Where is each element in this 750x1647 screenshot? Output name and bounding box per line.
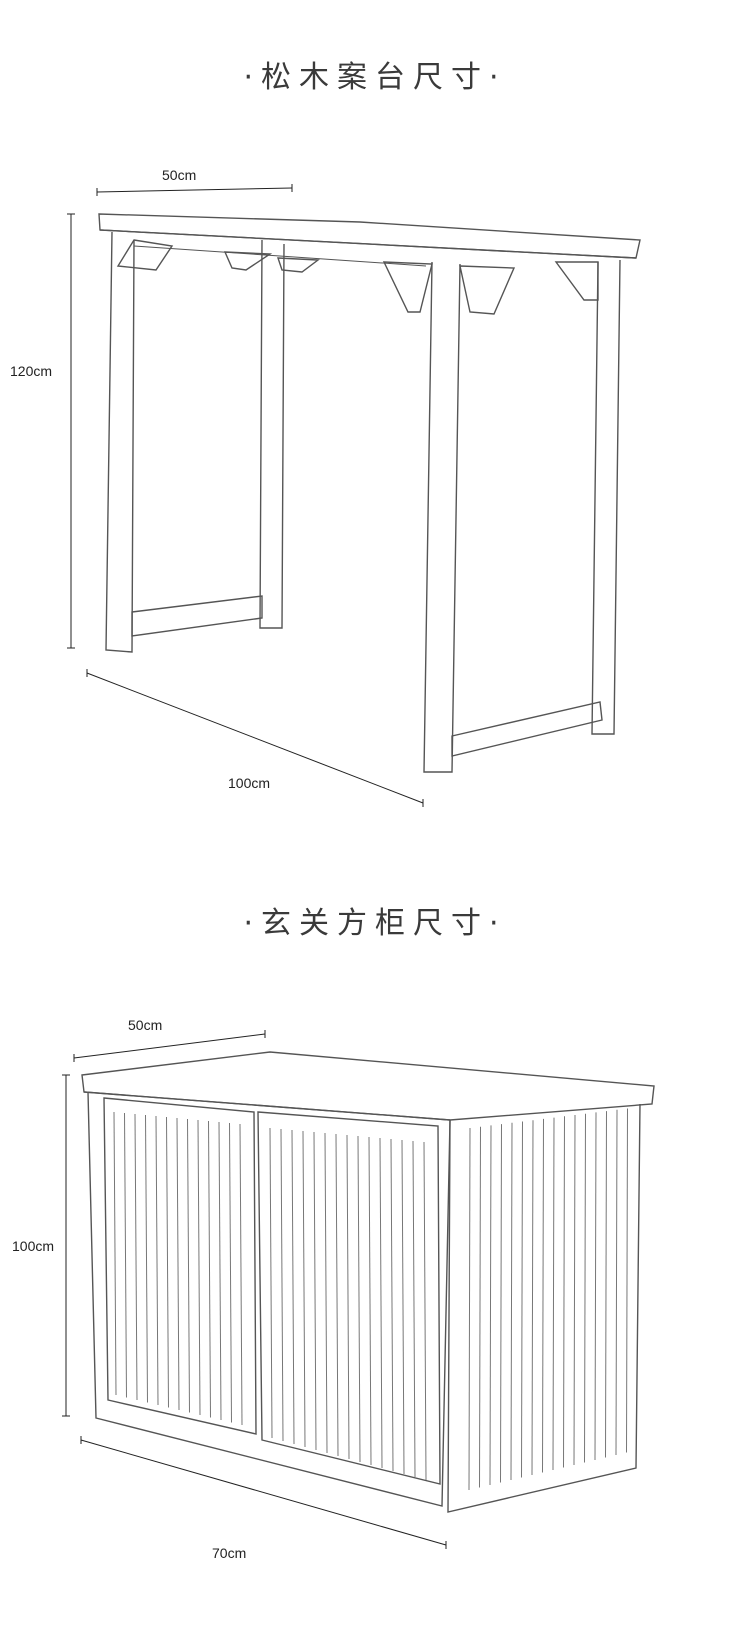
slat — [346, 1134, 350, 1460]
slat — [155, 1115, 159, 1406]
slat — [324, 1132, 328, 1454]
slat — [280, 1128, 284, 1442]
slat — [573, 1114, 576, 1466]
slat — [468, 1127, 471, 1491]
slat — [390, 1138, 394, 1472]
slat — [229, 1122, 232, 1423]
slat — [197, 1119, 201, 1416]
slat — [113, 1111, 117, 1396]
slat — [531, 1120, 534, 1476]
slat — [134, 1113, 138, 1401]
table-height-label: 120cm — [10, 363, 53, 379]
cabinet-height-label: 100cm — [12, 1238, 55, 1254]
slat — [302, 1130, 306, 1448]
slat — [542, 1118, 544, 1473]
entry-cabinet-sketch — [81, 1051, 655, 1513]
table-depth-label: 50cm — [162, 167, 197, 183]
slat — [239, 1123, 243, 1426]
slat — [626, 1108, 628, 1453]
console-table-sketch — [98, 213, 641, 773]
slat — [291, 1129, 295, 1445]
slat — [563, 1116, 565, 1468]
cabinet-dimension-lines — [62, 1030, 447, 1549]
slat — [176, 1117, 180, 1411]
slat — [489, 1125, 492, 1486]
slat — [357, 1135, 361, 1463]
slat — [521, 1121, 523, 1478]
slat — [313, 1131, 317, 1451]
table-dimension-lines — [67, 184, 424, 807]
slat — [423, 1141, 427, 1481]
slat — [218, 1121, 222, 1421]
slat — [594, 1112, 597, 1461]
slat — [166, 1116, 169, 1408]
cabinet-width-label: 70cm — [212, 1545, 247, 1561]
slat — [479, 1126, 481, 1488]
slat — [269, 1127, 273, 1439]
slat — [510, 1122, 513, 1481]
slat — [401, 1139, 405, 1475]
slat — [584, 1113, 586, 1463]
slat — [412, 1140, 416, 1478]
slat — [500, 1124, 502, 1483]
slat — [615, 1109, 618, 1456]
section-title-console-table: ·松木案台尺寸· — [243, 60, 507, 95]
slat — [379, 1137, 383, 1469]
slat — [605, 1111, 607, 1458]
slat — [145, 1114, 148, 1403]
slat — [368, 1136, 372, 1466]
slat — [187, 1118, 190, 1413]
slat — [552, 1117, 555, 1471]
slat — [335, 1133, 339, 1457]
cabinet-depth-label: 50cm — [128, 1017, 163, 1033]
slat — [208, 1120, 211, 1418]
section-title-entry-cabinet: ·玄关方柜尺寸· — [243, 906, 507, 941]
cabinet-slats — [113, 1108, 628, 1491]
slat — [124, 1112, 127, 1398]
table-width-label: 100cm — [228, 775, 271, 791]
